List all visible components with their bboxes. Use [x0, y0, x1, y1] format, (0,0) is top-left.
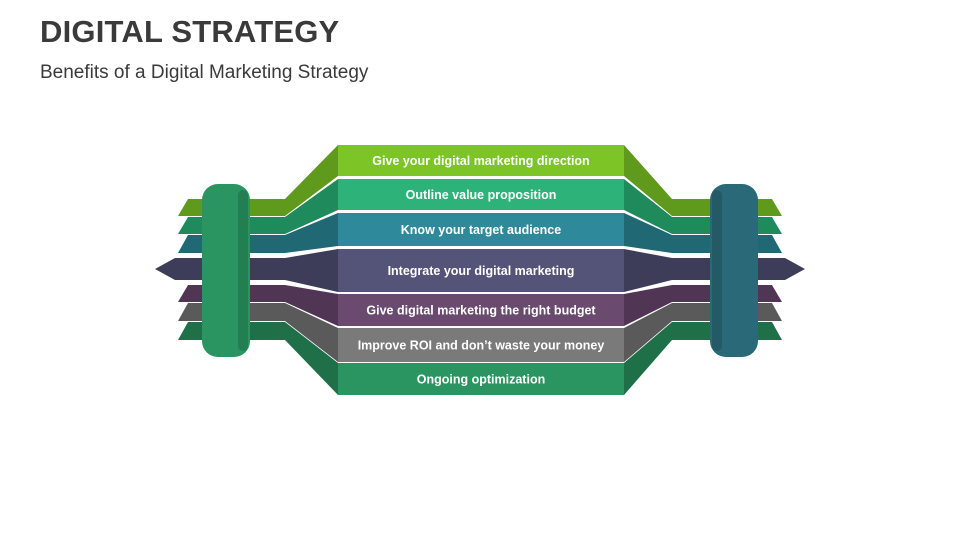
right-bracket: [710, 184, 758, 357]
left-bracket: [202, 184, 250, 357]
left-bracket-shade: [238, 190, 248, 351]
band-label: Improve ROI and don’t waste your money: [358, 339, 605, 353]
fronts-layer: Give your digital marketing directionOut…: [338, 145, 624, 395]
band-front: [338, 179, 624, 210]
slide-subtitle: Benefits of a Digital Marketing Strategy: [40, 62, 369, 83]
band-front: [338, 145, 624, 176]
band-right-connector: [624, 322, 782, 395]
band-front: [338, 249, 624, 292]
band-left-connector: [178, 322, 338, 395]
band-label: Integrate your digital marketing: [388, 264, 575, 278]
band-right-connector: [624, 145, 782, 216]
band-front: [338, 328, 624, 362]
band-front: [338, 294, 624, 326]
band-label: Outline value proposition: [406, 188, 557, 202]
band-label: Give your digital marketing direction: [372, 154, 589, 168]
band-label: Ongoing optimization: [417, 373, 545, 387]
band-label: Give digital marketing the right budget: [366, 304, 596, 318]
band-front: [338, 363, 624, 395]
slide-title: DIGITAL STRATEGY: [40, 14, 340, 49]
band-label: Know your target audience: [401, 223, 561, 237]
band-left-connector: [178, 145, 338, 216]
right-bracket-shade: [712, 190, 722, 351]
band-front: [338, 213, 624, 246]
